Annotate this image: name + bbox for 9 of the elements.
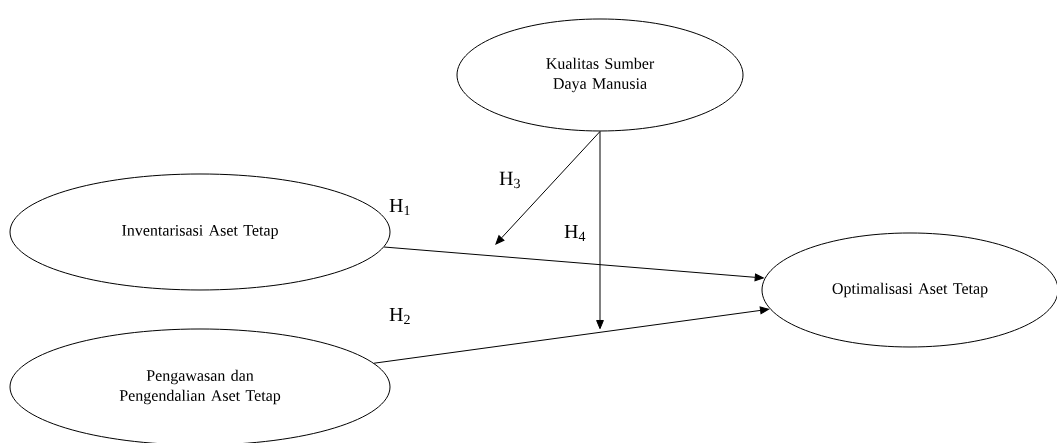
arrow [373, 306, 770, 364]
arrow [596, 131, 604, 330]
edge-label: H$_{4}$ [563, 223, 587, 243]
arrow [495, 131, 601, 245]
edge-label: H$_{1}$ [388, 197, 412, 217]
edge-label: H$_{3}$ [498, 170, 522, 190]
arrow [383, 246, 764, 282]
edge-label: H$_{2}$ [388, 306, 412, 326]
ellipse-node: Kualitas Sumber Daya Manusia [456, 18, 744, 132]
